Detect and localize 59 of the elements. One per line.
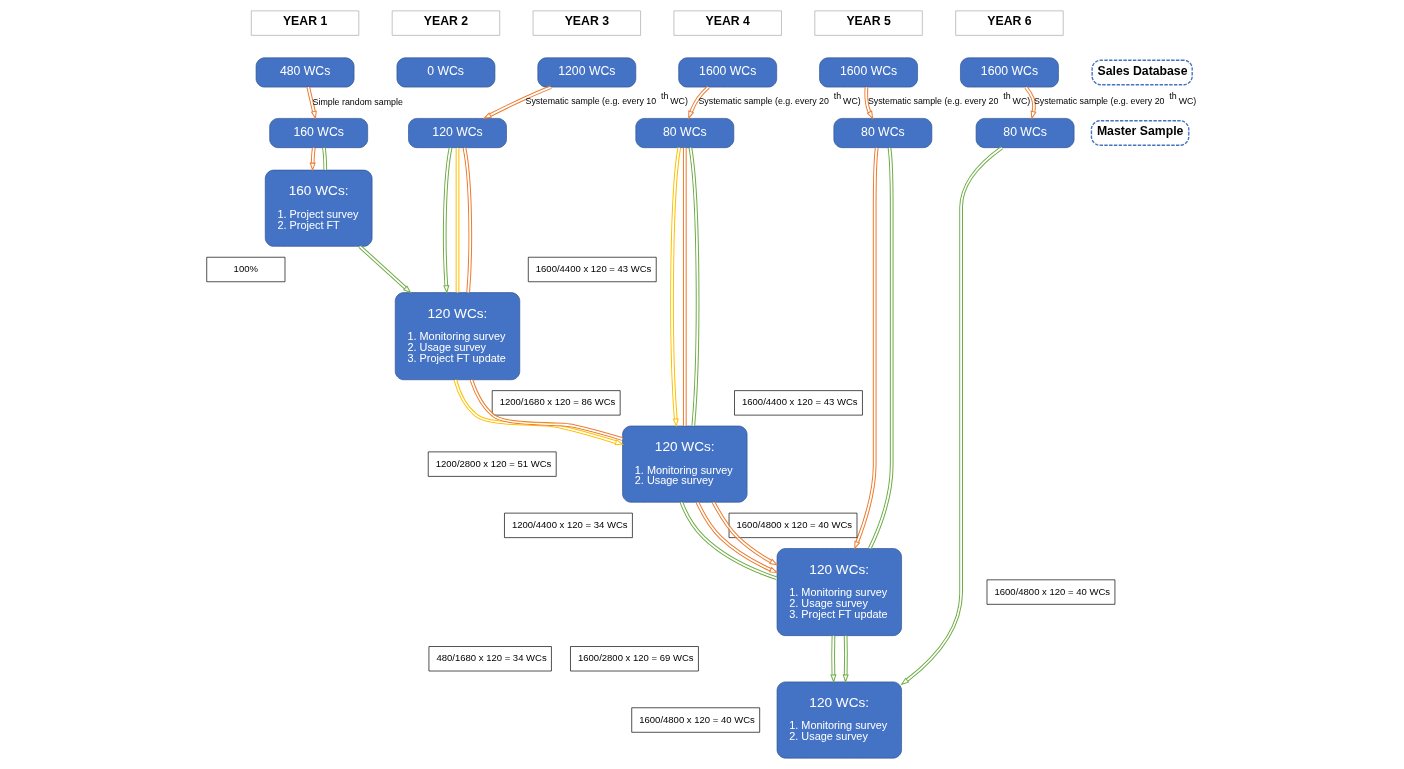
node-box: 0 WCs	[396, 57, 496, 88]
connector	[469, 378, 624, 441]
node-box: 160 WCs: 1. Project survey 2. Project FT	[264, 169, 373, 247]
arrow	[864, 86, 874, 120]
connector	[462, 147, 473, 294]
node-box: YEAR 6	[955, 10, 1064, 36]
node-box: YEAR 3	[532, 10, 641, 36]
arrow	[688, 85, 710, 120]
connector	[322, 147, 328, 171]
node-box: Master Sample	[1090, 120, 1190, 146]
connector	[688, 146, 700, 427]
node-box: 1600/4800 x 120 = 40 WCs	[631, 707, 760, 733]
node-box: YEAR 2	[391, 10, 501, 36]
node-box: 1600/4800 x 120 = 40 WCs	[728, 512, 858, 538]
node-box: YEAR 4	[673, 10, 782, 36]
connector	[682, 147, 687, 427]
arrow	[711, 501, 779, 566]
node-box: 1600/4800 x 120 = 40 WCs	[986, 579, 1116, 605]
node-box: Sales Database	[1091, 59, 1193, 86]
node-box: 120 WCs: 1. Monitoring survey 2. Usage survey	[776, 681, 902, 759]
arrow	[854, 147, 879, 550]
node-box: 1200/1680 x 120 = 86 WCs	[491, 390, 621, 416]
node-box: 480/1680 x 120 = 34 WCs	[428, 646, 552, 672]
node-box: 1200/4400 x 120 = 34 WCs	[504, 512, 633, 538]
node-box: 1600/2800 x 120 = 69 WCs	[570, 646, 699, 672]
node-box: 120 WCs: 1. Monitoring survey 2. Usage survey 3. Project FT update	[776, 548, 902, 636]
node-box: 120 WCs: 1. Monitoring survey 2. Usage survey 3. Project FT update	[394, 292, 521, 381]
connector	[455, 147, 460, 293]
node-box: 1600 WCs	[960, 57, 1059, 88]
node-box: 480 WCs	[255, 57, 355, 88]
node-box: 1600 WCs	[819, 57, 918, 88]
node-box: 120 WCs: 1. Monitoring survey 2. Usage survey	[622, 425, 748, 503]
node-box: 1200 WCs	[537, 57, 637, 88]
arrow	[358, 244, 412, 294]
arrow	[309, 147, 316, 172]
node-box: 1600/4400 x 120 = 43 WCs	[527, 256, 657, 283]
connector	[679, 501, 778, 581]
node-box: 80 WCs	[975, 118, 1075, 148]
node-box: 160 WCs	[269, 118, 368, 148]
node-box: 1200/2800 x 120 = 51 WCs	[427, 451, 557, 477]
node-box: 1600 WCs	[678, 57, 778, 88]
node-box: 120 WCs	[408, 118, 507, 148]
node-box: 100%	[206, 256, 286, 283]
arrow	[306, 86, 317, 120]
node-box: 1600/4400 x 120 = 43 WCs	[734, 390, 863, 416]
connector	[868, 147, 894, 550]
arrow	[900, 146, 1004, 686]
arrow	[830, 635, 837, 684]
node-box: 80 WCs	[833, 118, 933, 148]
node-box: YEAR 1	[250, 10, 360, 36]
arrow	[670, 146, 682, 428]
arrow	[442, 147, 453, 294]
node-box: 80 WCs	[635, 118, 735, 148]
arrow	[1024, 85, 1037, 120]
arrow	[842, 635, 849, 684]
arrow	[695, 501, 779, 574]
arrow	[482, 85, 552, 119]
node-box: YEAR 5	[814, 10, 923, 36]
edge-label: Simple random sample	[312, 97, 403, 108]
